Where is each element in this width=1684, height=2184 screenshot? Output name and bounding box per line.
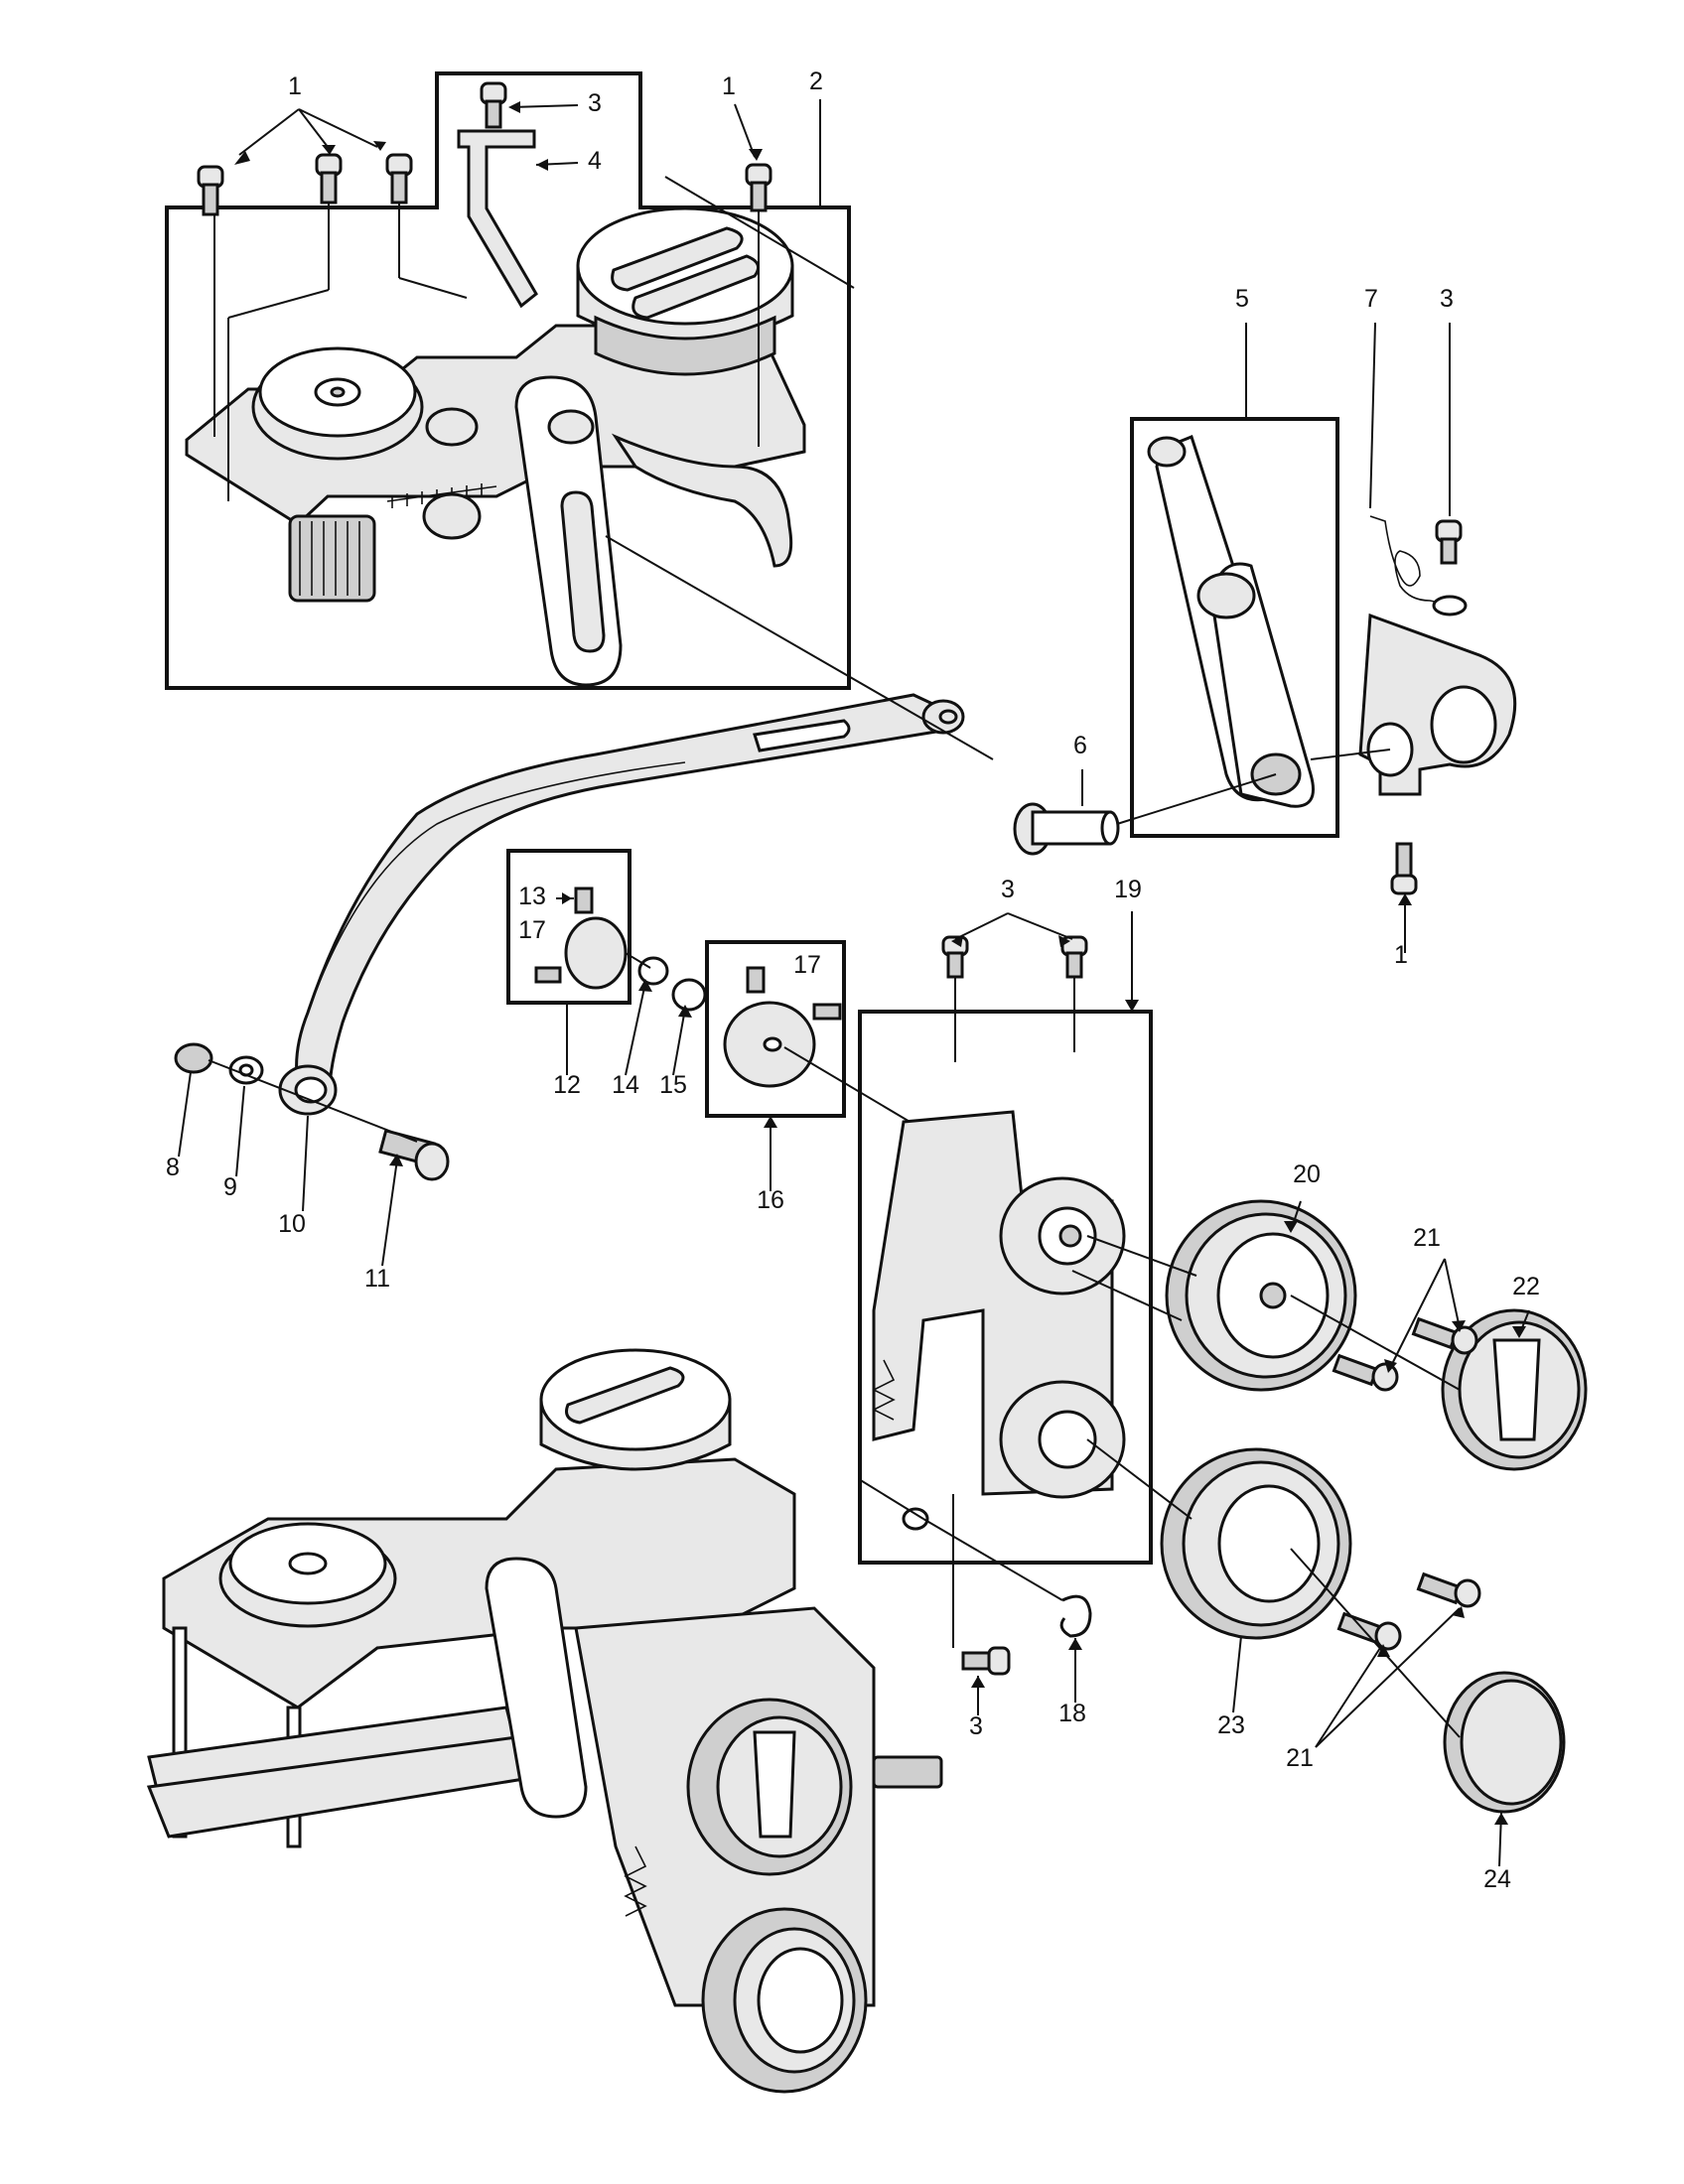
callout-c19: 19: [1114, 876, 1142, 903]
cap-24: [1443, 1671, 1566, 1814]
screw-1-top-mid: [315, 153, 343, 205]
screw-21-upper-b: [1411, 1316, 1478, 1355]
cam-stack-assembly: [185, 206, 806, 687]
callout-c6: 6: [1073, 732, 1087, 759]
trigger-lever: [611, 433, 793, 568]
callout-c4: 4: [588, 147, 602, 175]
callout-c17b: 17: [793, 951, 821, 979]
callout-c16: 16: [757, 1186, 784, 1214]
callout-c22: 22: [1512, 1273, 1540, 1300]
callout-c14: 14: [612, 1071, 639, 1099]
callout-c1b: 1: [722, 72, 736, 100]
screw-1-lower-right: [1390, 842, 1418, 895]
assembly-19-frame: [858, 1010, 1153, 1565]
assembled-mechanism-view: [146, 1348, 943, 2094]
screw-21-upper-a: [1332, 1353, 1399, 1392]
screw-11: [378, 1129, 450, 1181]
dial-ring-23: [1160, 1447, 1352, 1640]
screw-3-top: [480, 81, 507, 129]
callout-c24: 24: [1483, 1865, 1511, 1893]
screw-1-top-left: [197, 165, 224, 216]
screw-3-right: [1432, 519, 1468, 616]
callout-c11: 11: [364, 1265, 390, 1293]
bracket-assembly-19: [872, 1110, 1126, 1531]
callout-c15: 15: [659, 1071, 687, 1099]
pin-6: [1013, 802, 1120, 856]
callout-c1a: 1: [288, 72, 302, 100]
callout-c3b: 3: [1440, 285, 1454, 313]
screw-1-top-right: [385, 153, 413, 205]
callout-c17a: 17: [518, 916, 546, 944]
screw-21-lower-a: [1336, 1611, 1402, 1651]
callout-c1c: 1: [1394, 941, 1408, 969]
callout-c2: 2: [809, 68, 823, 95]
dial-ring-20: [1165, 1199, 1357, 1392]
washer-14: [637, 956, 669, 986]
cam-16: [723, 966, 842, 1088]
gear: [288, 514, 376, 603]
callout-c21b: 21: [1286, 1744, 1314, 1772]
assembly-5-frame: [1130, 417, 1339, 838]
callout-c10: 10: [278, 1210, 306, 1238]
assembly-2-frame: [165, 71, 851, 690]
knob-22: [1441, 1308, 1588, 1471]
callout-c12: 12: [553, 1071, 581, 1099]
bracket-4: [457, 129, 538, 309]
callout-c23: 23: [1217, 1711, 1245, 1739]
assembly-12-frame: [506, 849, 632, 1005]
spring-7: [1369, 515, 1456, 607]
screw-21-lower-b: [1416, 1571, 1481, 1608]
callout-c18: 18: [1058, 1700, 1086, 1727]
callout-c3a: 3: [588, 89, 602, 117]
callout-c21a: 21: [1413, 1224, 1441, 1252]
callout-c8: 8: [166, 1154, 180, 1181]
screw-1-top-far: [745, 163, 772, 212]
screw-3-lower: [961, 1646, 1011, 1676]
callout-c9: 9: [223, 1173, 237, 1201]
connecting-bar: [295, 693, 950, 1104]
retaining-ring-18: [1059, 1594, 1092, 1638]
callout-c3c: 3: [1001, 876, 1015, 903]
callout-c3d: 3: [969, 1712, 983, 1740]
assembly-16-frame: [705, 940, 846, 1118]
screw-3-assy-right: [1060, 935, 1088, 979]
callout-c5: 5: [1235, 285, 1249, 313]
callout-c13: 13: [518, 883, 546, 910]
washer-15: [671, 978, 707, 1012]
callout-c20: 20: [1293, 1160, 1321, 1188]
nut-8: [174, 1042, 213, 1074]
callout-c7: 7: [1364, 285, 1378, 313]
washer-9: [228, 1055, 264, 1085]
lever-assembly-5: [1147, 435, 1315, 808]
collar-12: [534, 887, 628, 990]
bushing-10: [278, 1064, 338, 1116]
